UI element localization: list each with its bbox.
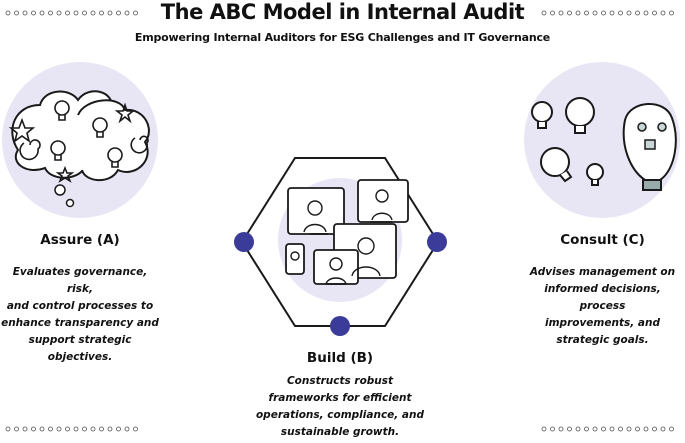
decorative-dot [592, 426, 598, 432]
decorative-dot [584, 10, 589, 16]
decorative-dot [550, 426, 555, 432]
decorative-dot [22, 10, 28, 16]
decorative-dot [14, 10, 19, 16]
consult-illustration [524, 62, 680, 218]
decorative-dot [626, 426, 632, 432]
decorative-dot [99, 426, 104, 432]
build-description: Constructs robust frameworks for efficie… [255, 375, 425, 438]
decorative-dot [609, 426, 615, 432]
page-subtitle: Empowering Internal Auditors for ESG Cha… [134, 31, 551, 44]
decorative-dot [618, 10, 623, 16]
decorative-dot [550, 10, 555, 16]
decorative-dot [90, 10, 96, 16]
decorative-dot [567, 426, 572, 432]
consult-heading: Consult (C) [560, 232, 645, 248]
decorative-dot [65, 426, 70, 432]
decorative-dot [669, 10, 674, 16]
decorative-dot [133, 10, 138, 16]
decorative-dot [56, 426, 62, 432]
node-build [330, 316, 350, 336]
decorative-dot [73, 10, 79, 16]
decorative-dots-top-right [541, 10, 674, 16]
decorative-dot [643, 426, 649, 432]
decorative-dot [107, 426, 113, 432]
node-consult [427, 232, 447, 252]
decorative-dot [618, 426, 623, 432]
decorative-dot [73, 426, 79, 432]
decorative-dot [660, 10, 666, 16]
assure-illustration [2, 62, 158, 218]
decorative-dot [575, 426, 581, 432]
decorative-dot [558, 426, 564, 432]
decorative-dot [567, 10, 572, 16]
decorative-dot [31, 426, 36, 432]
decorative-dot [635, 10, 640, 16]
assure-heading: Assure (A) [40, 232, 120, 248]
decorative-dot [541, 426, 547, 432]
decorative-dot [592, 10, 598, 16]
decorative-dot [601, 426, 606, 432]
decorative-dot [31, 10, 36, 16]
decorative-dot [601, 10, 606, 16]
decorative-dots-bottom-left [5, 426, 138, 432]
decorative-dot [48, 426, 53, 432]
decorative-dot [39, 10, 45, 16]
decorative-dot [82, 10, 87, 16]
decorative-dot [660, 426, 666, 432]
decorative-dot [584, 426, 589, 432]
decorative-dot [124, 426, 130, 432]
decorative-dot [643, 10, 649, 16]
build-heading: Build (B) [306, 350, 374, 366]
decorative-dot [22, 426, 28, 432]
decorative-dot [39, 426, 45, 432]
decorative-dot [558, 10, 564, 16]
decorative-dot [609, 10, 615, 16]
decorative-dot [133, 426, 138, 432]
decorative-dots-bottom-right [541, 426, 674, 432]
decorative-dot [5, 10, 11, 16]
decorative-dot [48, 10, 53, 16]
decorative-dot [14, 426, 19, 432]
decorative-dot [5, 426, 11, 432]
decorative-dot [99, 10, 104, 16]
decorative-dot [82, 426, 87, 432]
decorative-dot [541, 10, 547, 16]
decorative-dots-top-left [5, 10, 138, 16]
decorative-dot [116, 426, 121, 432]
decorative-dot [65, 10, 70, 16]
page-title: The ABC Model in Internal Audit [160, 0, 525, 24]
decorative-dot [635, 426, 640, 432]
decorative-dot [652, 10, 657, 16]
decorative-dot [90, 426, 96, 432]
assure-description: Evaluates governance, risk, and control … [1, 266, 159, 363]
video-conference-icon [285, 179, 409, 285]
decorative-dot [575, 10, 581, 16]
decorative-dot [124, 10, 130, 16]
decorative-dot [669, 426, 674, 432]
decorative-dot [116, 10, 121, 16]
decorative-dot [626, 10, 632, 16]
build-hexagon [240, 157, 440, 327]
consult-description: Advises management on informed decisions… [529, 266, 676, 346]
decorative-dot [107, 10, 113, 16]
decorative-dot [652, 426, 657, 432]
decorative-dot [56, 10, 62, 16]
node-assure [234, 232, 254, 252]
